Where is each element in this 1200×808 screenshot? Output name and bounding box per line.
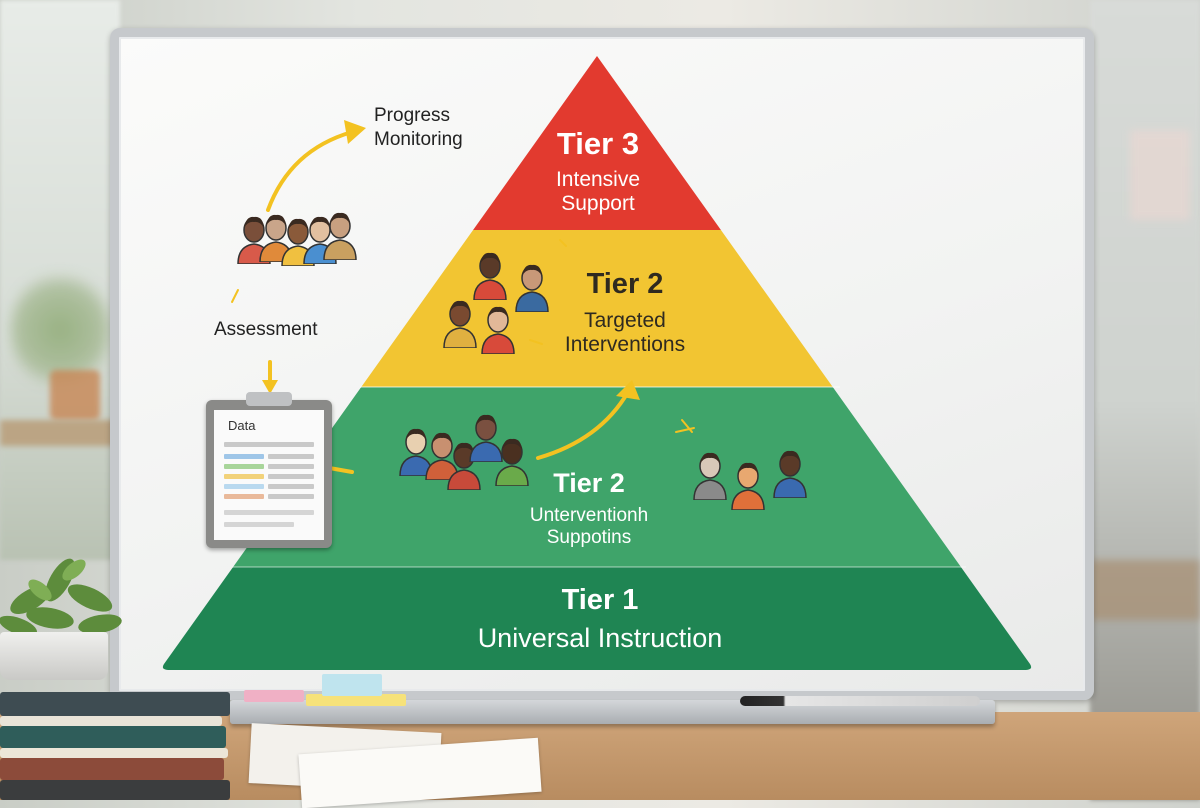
arrow-head-icon bbox=[344, 120, 366, 144]
whiteboard-marker bbox=[740, 696, 980, 706]
student-avatar-icon bbox=[495, 438, 529, 486]
data-clipboard: Data bbox=[206, 392, 332, 548]
background-shelf bbox=[0, 420, 120, 446]
student-avatar-icon bbox=[323, 212, 357, 260]
student-avatar-icon bbox=[693, 452, 727, 500]
student-avatar-icon bbox=[473, 252, 507, 300]
sticky-note bbox=[244, 690, 304, 702]
assessment-label: Assessment bbox=[214, 319, 318, 340]
tier-2-targeted-text: Tier 2 Targeted Interventions bbox=[520, 268, 730, 358]
student-avatar-icon bbox=[443, 300, 477, 348]
potted-plant bbox=[0, 558, 122, 637]
tier-title: Tier 3 bbox=[556, 126, 640, 161]
student-avatar-icon bbox=[469, 414, 503, 462]
arrow-head-icon bbox=[262, 380, 278, 394]
background-pot-blur bbox=[50, 370, 100, 420]
tier-title: Tier 2 bbox=[553, 468, 625, 498]
tier-1-band bbox=[162, 567, 1032, 670]
tier-subtitle: Support bbox=[561, 191, 635, 215]
tier-subtitle: Universal Instruction bbox=[477, 623, 723, 654]
tier-1-text: Tier 1 Universal Instruction bbox=[400, 584, 800, 654]
clipboard-title: Data bbox=[228, 418, 256, 433]
tier-subtitle: Intensive bbox=[555, 167, 641, 191]
sticky-note bbox=[322, 674, 382, 696]
background-frame bbox=[1130, 130, 1190, 220]
progress-monitoring-label: Progress Monitoring bbox=[374, 104, 463, 152]
tier-subtitle: Unterventionh bbox=[529, 505, 649, 527]
tier-title: Tier 2 bbox=[586, 268, 664, 300]
tier-3-text: Tier 3 Intensive Support bbox=[500, 126, 696, 216]
student-avatar-icon bbox=[425, 432, 459, 480]
student-avatar-icon bbox=[481, 306, 515, 354]
student-avatar-icon bbox=[515, 264, 549, 312]
plant-pot bbox=[0, 632, 108, 680]
tier-subtitle: Interventions bbox=[564, 333, 686, 357]
student-avatar-icon bbox=[281, 218, 315, 266]
book-stack bbox=[0, 690, 235, 800]
arrow-head-icon bbox=[616, 380, 640, 400]
label-line: Monitoring bbox=[374, 128, 463, 150]
background-desk-right bbox=[1090, 560, 1200, 620]
sticky-note bbox=[306, 694, 406, 706]
clipboard-paper: Data bbox=[214, 410, 324, 540]
clipboard-clip bbox=[246, 392, 292, 406]
student-avatar-icon bbox=[773, 450, 807, 498]
tier-subtitle: Suppotins bbox=[546, 526, 632, 548]
student-avatar-icon bbox=[731, 462, 765, 510]
tier-subtitle: Targeted bbox=[584, 309, 666, 333]
label-line: Progress bbox=[374, 105, 451, 126]
tier-2-interventions-text: Tier 2 Unterventionh Suppotins bbox=[494, 468, 684, 549]
tier-title: Tier 1 bbox=[561, 584, 639, 616]
